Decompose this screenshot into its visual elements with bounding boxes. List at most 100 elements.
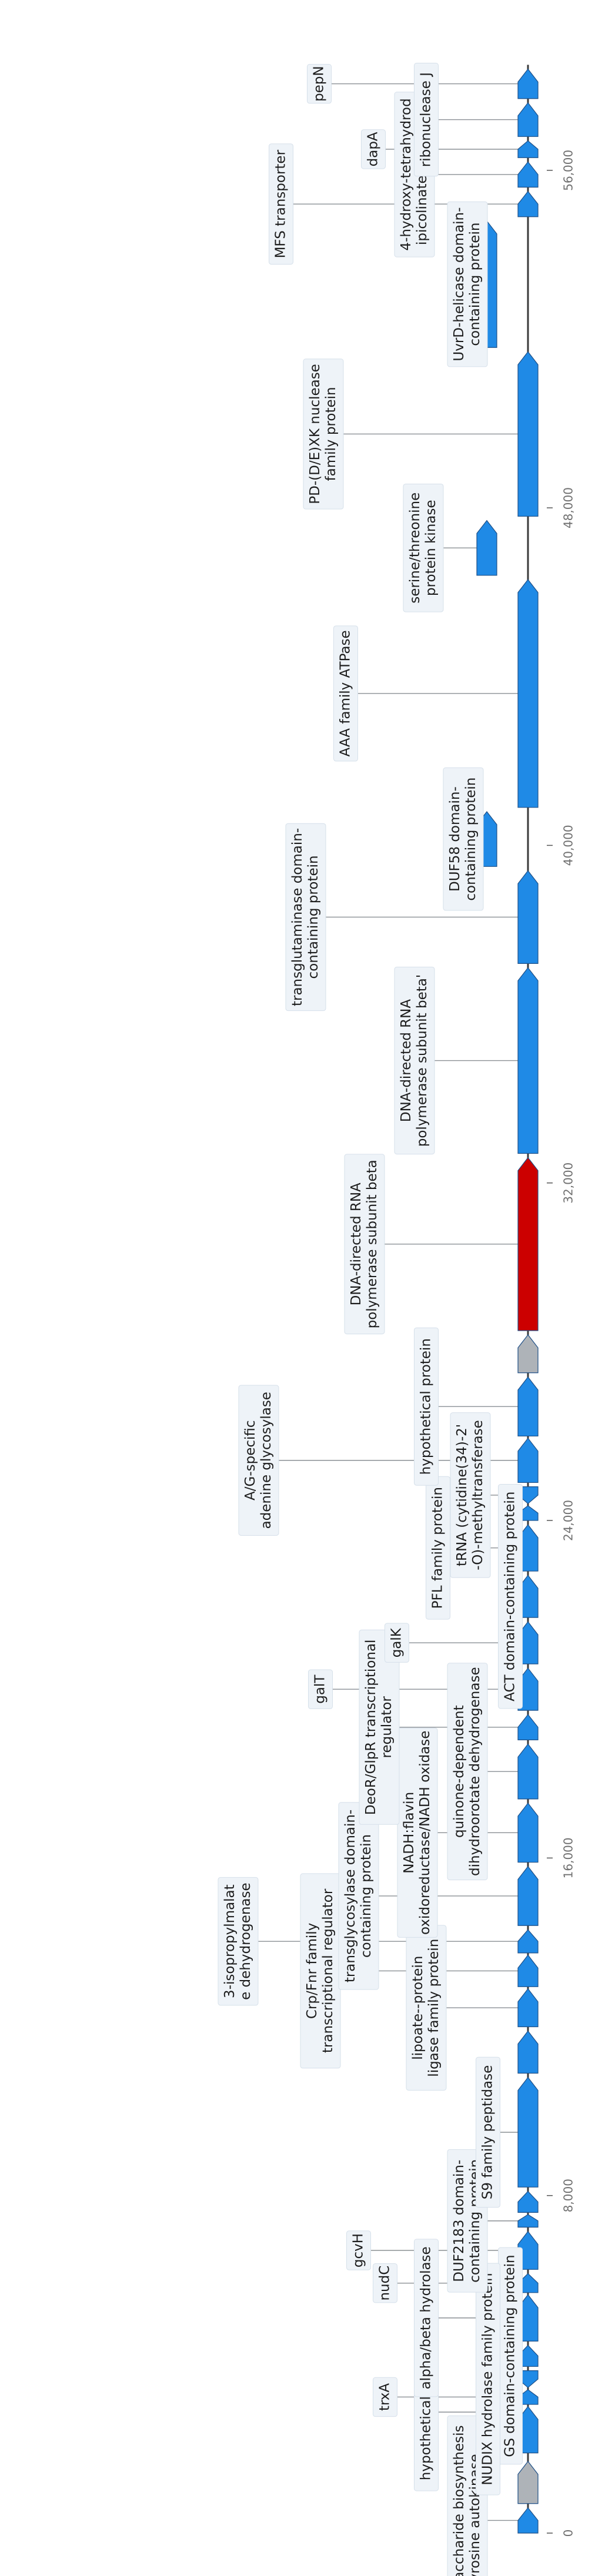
gene-label-text: containing protein bbox=[463, 778, 479, 901]
gene-label-text: galT bbox=[312, 1674, 327, 1704]
gene-label-text: GS domain-containing protein bbox=[502, 2255, 517, 2457]
gene-label-text: transcriptional regulator bbox=[320, 1888, 336, 2053]
axis-tick-label: 8,000 bbox=[561, 2179, 576, 2212]
gene-label-text: containing protein bbox=[306, 855, 321, 979]
gene-arrow[interactable] bbox=[517, 1157, 539, 1331]
gene-label-box bbox=[338, 1802, 379, 1990]
gene-label-text: polymerase subunit beta' bbox=[415, 974, 430, 1147]
gene-label-box bbox=[476, 2263, 500, 2495]
gene-arrow[interactable] bbox=[476, 520, 497, 576]
gene-arrow[interactable] bbox=[517, 1954, 539, 1987]
gene-label-text: transglycosylase domain- bbox=[343, 1810, 358, 1982]
gene-arrow[interactable] bbox=[517, 2190, 539, 2213]
gene-label: nudC bbox=[373, 2263, 397, 2303]
gene-label-box bbox=[443, 767, 484, 911]
gene-arrow[interactable] bbox=[517, 1334, 539, 1374]
gene-label-text: galK bbox=[389, 1627, 404, 1657]
gene-label-text: DNA-directed RNA bbox=[399, 999, 414, 1122]
gene-label-text: gcvH bbox=[350, 2233, 366, 2267]
gene-label-box bbox=[344, 1154, 385, 1335]
gene-label-text: NUDIX hydrolase family protein bbox=[480, 2273, 495, 2485]
gene-arrow[interactable] bbox=[517, 68, 539, 99]
gene-arrow[interactable] bbox=[517, 2507, 539, 2534]
axis-ticks: 08,00016,00024,00032,00040,00048,00056,0… bbox=[547, 150, 576, 2537]
gene-label-box bbox=[397, 1727, 438, 1938]
gene-label-box bbox=[361, 129, 386, 169]
gene-label: tRNA (cytidine(34)-2'-O)-methyltransfera… bbox=[450, 1412, 491, 1578]
gene-label: galT bbox=[308, 1669, 333, 1709]
gene-label-text: trxA bbox=[377, 2383, 392, 2411]
gene-track bbox=[476, 68, 539, 2534]
axis-tick-label: 32,000 bbox=[561, 1163, 576, 1204]
gene-arrow[interactable] bbox=[517, 1865, 539, 1926]
gene-label-text: dihydroorotate dehydrogenase bbox=[467, 1667, 483, 1876]
gene-arrow[interactable] bbox=[517, 1438, 539, 1483]
gene-label-text: AAA family ATPase bbox=[337, 630, 353, 756]
gene-arrow[interactable] bbox=[517, 2214, 539, 2228]
gene-label-box bbox=[285, 823, 326, 1011]
gene-label-text: e dehydrogenase bbox=[238, 1882, 253, 2000]
gene-label: transglutaminase domain-containing prote… bbox=[285, 823, 326, 1011]
gene-arrow[interactable] bbox=[517, 1743, 539, 1800]
gene-arrow[interactable] bbox=[517, 2030, 539, 2074]
gene-arrow[interactable] bbox=[517, 967, 539, 1154]
gene-label: ribonuclease J bbox=[414, 62, 439, 177]
gene-arrow[interactable] bbox=[517, 190, 539, 217]
gene-label-text: tRNA (cytidine(34)-2' bbox=[454, 1424, 470, 1566]
gene-label-box bbox=[218, 1877, 259, 2006]
gene-label-text: DUF58 domain- bbox=[447, 786, 463, 892]
gene-label-box bbox=[414, 1327, 439, 1486]
axis-tick-label: 56,000 bbox=[561, 150, 576, 191]
gene-label-text: Crp/Fnr family bbox=[305, 1923, 320, 2019]
gene-label-text: quinone-dependent bbox=[452, 1705, 467, 1838]
gene-arrow[interactable] bbox=[517, 161, 539, 188]
gene-label: dapA bbox=[361, 129, 386, 169]
gene-label-box bbox=[476, 2056, 500, 2208]
gene-label-box bbox=[447, 1663, 488, 1881]
gene-label-box bbox=[303, 359, 344, 510]
gene-label: galK bbox=[385, 1623, 409, 1663]
gene-label: gcvH bbox=[346, 2230, 371, 2270]
gene-arrow[interactable] bbox=[517, 140, 539, 158]
gene-label: hypothetical protein bbox=[414, 1327, 439, 1486]
gene-label-text: transglutaminase domain- bbox=[290, 828, 305, 1006]
gene-label-text: pepN bbox=[311, 66, 326, 102]
gene-label: DUF58 domain-containing protein bbox=[443, 767, 484, 911]
gene-arrow[interactable] bbox=[517, 2076, 539, 2188]
gene-arrow[interactable] bbox=[517, 1929, 539, 1954]
gene-label-text: polymerase subunit beta bbox=[365, 1160, 380, 1328]
gene-arrow[interactable] bbox=[517, 1714, 539, 1740]
gene-label-text: oxidoreductase/NADH oxidase bbox=[417, 1731, 433, 1935]
gene-arrow[interactable] bbox=[517, 102, 539, 137]
gene-arrow[interactable] bbox=[517, 1376, 539, 1437]
gene-label-text: lipoate--protein bbox=[410, 1956, 426, 2060]
gene-arrow[interactable] bbox=[517, 1803, 539, 1863]
gene-label: UvrD-helicase domain-containing protein bbox=[447, 201, 488, 367]
gene-arrow[interactable] bbox=[517, 579, 539, 808]
gene-label-box bbox=[447, 201, 488, 367]
gene-label-text: nudC bbox=[377, 2266, 392, 2301]
gene-label-text: hypothetical protein bbox=[418, 1338, 433, 1475]
gene-label: GS domain-containing protein bbox=[498, 2247, 523, 2465]
gene-label: trxA bbox=[373, 2377, 397, 2417]
gene-label-box bbox=[414, 2239, 439, 2397]
gene-arrow[interactable] bbox=[517, 351, 539, 517]
gene-label-text: DUF2183 domain- bbox=[452, 2160, 467, 2282]
gene-label-text: MFS transporter bbox=[273, 149, 288, 258]
gene-label-text: serine/threonine bbox=[407, 493, 423, 604]
gene-label-text: PD-(D/E)XK nuclease bbox=[307, 364, 323, 504]
gene-label-text: A/G-specific bbox=[243, 1420, 258, 1500]
gene-label-box bbox=[359, 1629, 400, 1825]
gene-arrow[interactable] bbox=[517, 2460, 539, 2504]
gene-label-text: NADH:flavin bbox=[402, 1792, 417, 1874]
gene-arrow[interactable] bbox=[517, 1988, 539, 2028]
gene-arrow[interactable] bbox=[517, 870, 539, 964]
